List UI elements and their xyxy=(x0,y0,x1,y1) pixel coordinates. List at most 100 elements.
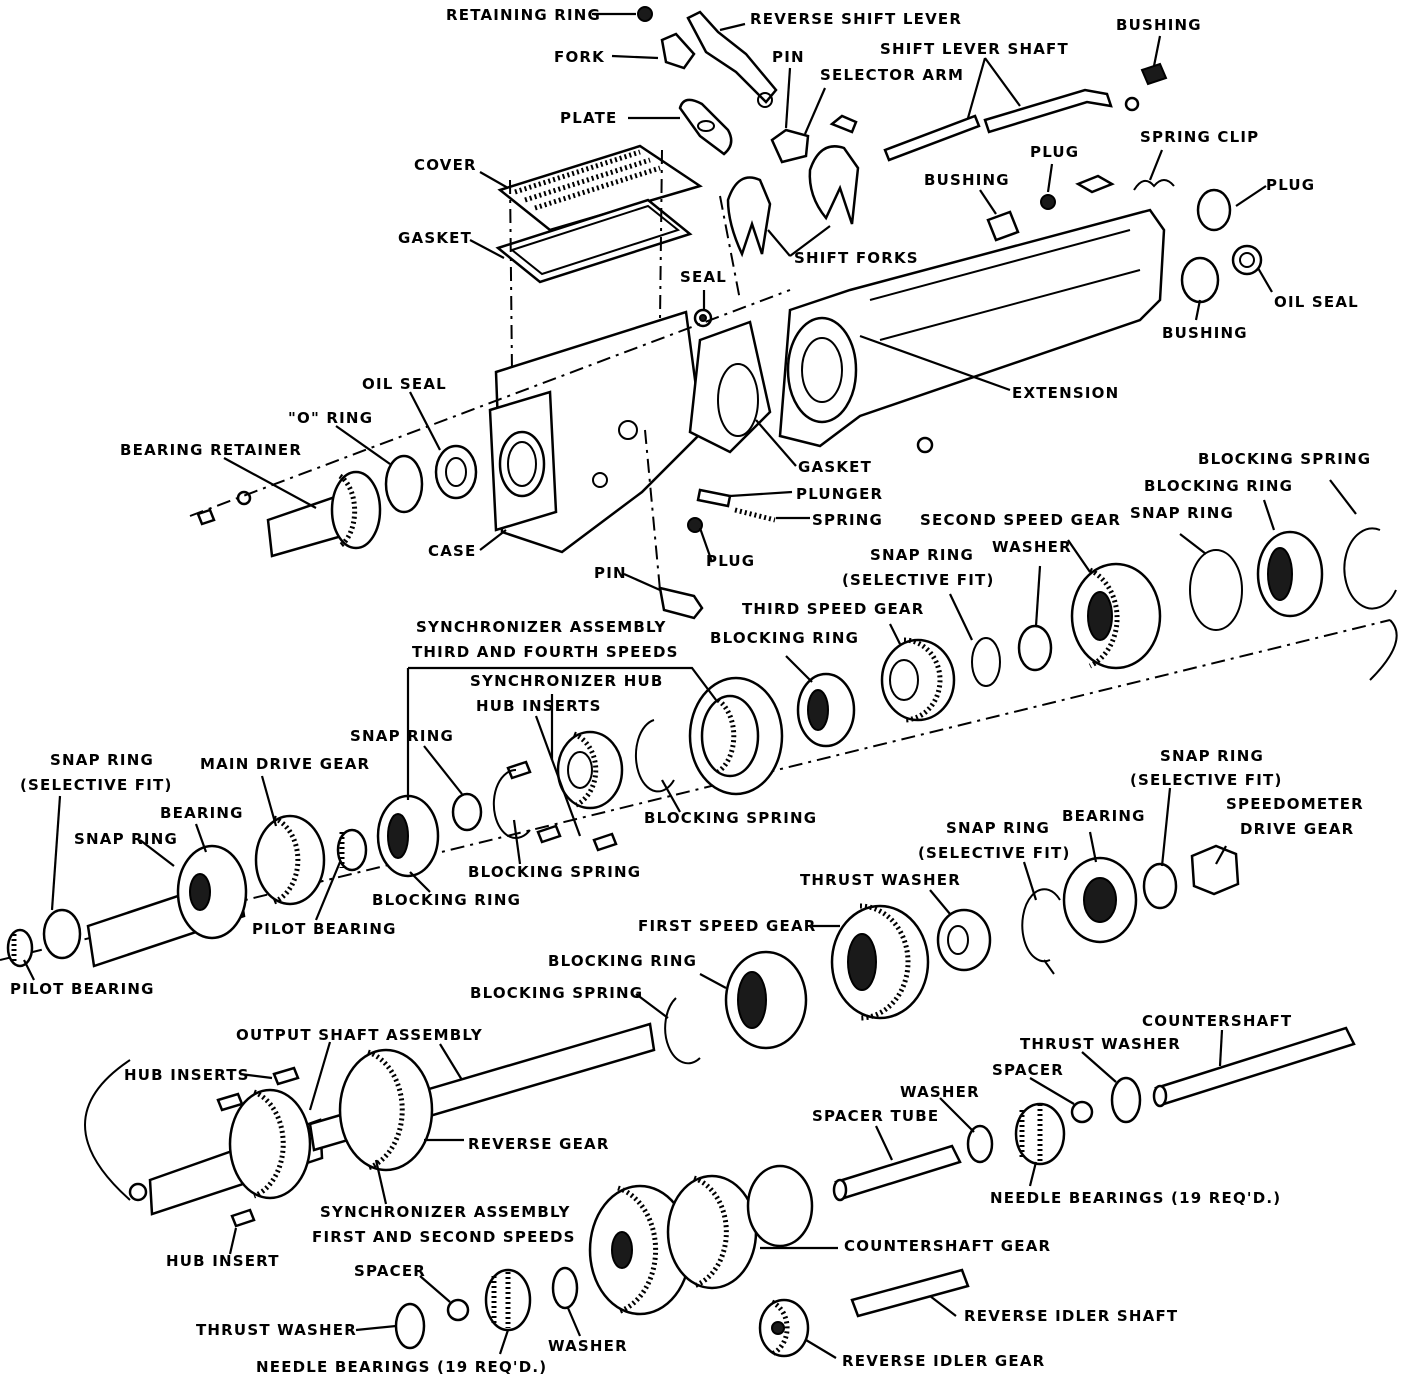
oil-seal-right-part xyxy=(1231,244,1263,276)
blocking-ring-low-part xyxy=(724,950,808,1050)
bearing-retainer-bolts xyxy=(196,490,252,526)
hub-inserts-mid-part xyxy=(506,760,618,852)
label-blocking-spring-low: BLOCKING SPRING xyxy=(470,984,644,1002)
label-shift-forks: SHIFT FORKS xyxy=(794,249,919,267)
selector-arm-part xyxy=(770,114,858,164)
countershaft-gear-part xyxy=(588,1164,814,1316)
snap-ring-selective-b-part xyxy=(1142,862,1178,910)
o-ring-part xyxy=(384,454,424,514)
label-reverse-idler-gear: REVERSE IDLER GEAR xyxy=(842,1352,1046,1370)
bushing-mid-part xyxy=(986,210,1020,242)
reverse-shift-lever-part xyxy=(686,10,778,108)
label-second-speed-gear: SECOND SPEED GEAR xyxy=(920,511,1122,529)
label-oil-seal: OIL SEAL xyxy=(362,375,447,393)
label-pilot-bearing-left: PILOT BEARING xyxy=(10,980,155,998)
label-selective-fit-left: (SELECTIVE FIT) xyxy=(20,776,173,794)
label-third-fourth-speeds: THIRD AND FOURTH SPEEDS xyxy=(412,643,679,661)
plug-top-part xyxy=(1040,194,1056,210)
label-blocking-ring-mid: BLOCKING RING xyxy=(710,629,860,647)
label-thrust-washer-right: THRUST WASHER xyxy=(1020,1035,1182,1053)
bearing-right-part xyxy=(1062,856,1138,944)
label-plug-top: PLUG xyxy=(1030,143,1080,161)
blocking-spring-mid2-part xyxy=(492,768,531,839)
second-speed-gear-part xyxy=(1070,562,1162,670)
label-thrust-washer-bottom: THRUST WASHER xyxy=(196,1321,358,1339)
label-thrust-washer-mid: THRUST WASHER xyxy=(800,871,962,889)
label-selector-arm: SELECTOR ARM xyxy=(820,66,965,84)
label-washer-right: WASHER xyxy=(900,1083,980,1101)
label-retaining-ring: RETAINING RING xyxy=(446,6,602,24)
plug-extension-part xyxy=(916,436,934,454)
needle-bearings-right-part xyxy=(1014,1102,1066,1166)
washer-top-part xyxy=(1017,624,1053,672)
label-countershaft-gear: COUNTERSHAFT GEAR xyxy=(844,1237,1052,1255)
label-speedometer: SPEEDOMETER xyxy=(1226,795,1364,813)
label-spring: SPRING xyxy=(812,511,883,529)
shift-forks-part xyxy=(726,145,860,258)
pilot-bearing-mid-part xyxy=(336,828,368,872)
label-plug-bottom: PLUG xyxy=(706,552,756,570)
label-synchronizer-assembly-12: SYNCHRONIZER ASSEMBLY xyxy=(320,1203,571,1221)
label-spacer-tube: SPACER TUBE xyxy=(812,1107,940,1125)
label-reverse-gear: REVERSE GEAR xyxy=(468,1135,610,1153)
label-plate: PLATE xyxy=(560,109,618,127)
label-washer-top: WASHER xyxy=(992,538,1072,556)
blocking-spring-low-part xyxy=(664,997,701,1065)
washer-bottom-part xyxy=(551,1266,579,1310)
synchronizer-hub-part xyxy=(556,730,624,810)
third-speed-gear-part xyxy=(880,637,956,723)
blocking-spring-top-part xyxy=(1343,527,1397,610)
plunger-part xyxy=(696,488,732,508)
blocking-ring-top-part xyxy=(1256,530,1324,618)
label-snap-ring-top: SNAP RING xyxy=(1130,504,1234,522)
label-reverse-idler-shaft: REVERSE IDLER SHAFT xyxy=(964,1307,1179,1325)
washer-right-part xyxy=(966,1124,994,1164)
label-extension: EXTENSION xyxy=(1012,384,1120,402)
label-oil-seal-right: OIL SEAL xyxy=(1274,293,1359,311)
thrust-washer-right-part xyxy=(1110,1076,1142,1124)
bearing-retainer-part xyxy=(266,470,382,558)
label-drive-gear: DRIVE GEAR xyxy=(1240,820,1355,838)
label-main-drive-gear: MAIN DRIVE GEAR xyxy=(200,755,371,773)
spring-part xyxy=(734,507,776,523)
seal-part xyxy=(693,308,713,328)
snap-ring-mid-part xyxy=(451,792,483,832)
label-blocking-spring-mid2: BLOCKING SPRING xyxy=(468,863,642,881)
snap-ring-selective-c-part xyxy=(1021,888,1061,975)
label-cover: COVER xyxy=(414,156,477,174)
snap-ring-selective-a-part xyxy=(971,637,1001,687)
gasket-top-part xyxy=(495,198,693,284)
label-reverse-shift-lever: REVERSE SHIFT LEVER xyxy=(750,10,963,28)
label-snap-ring-mid: SNAP RING xyxy=(350,727,454,745)
label-hub-insert: HUB INSERT xyxy=(166,1252,280,1270)
label-selective-fit-b: (SELECTIVE FIT) xyxy=(1130,771,1283,789)
spacer-right-part xyxy=(1070,1100,1094,1124)
label-snap-ring-left2: SNAP RING xyxy=(74,830,178,848)
pin-bottom-part xyxy=(658,586,704,620)
blocking-ring-left-part xyxy=(376,794,440,878)
snap-ring-top-part xyxy=(1189,549,1243,631)
label-plunger: PLUNGER xyxy=(796,485,884,503)
label-gasket-top: GASKET xyxy=(398,229,473,247)
label-gasket-mid: GASKET xyxy=(798,458,873,476)
label-plug-right: PLUG xyxy=(1266,176,1316,194)
bushing-top-part xyxy=(1140,62,1168,86)
label-spring-clip: SPRING CLIP xyxy=(1140,128,1260,146)
label-bearing-right: BEARING xyxy=(1062,807,1146,825)
label-hub-inserts-mid: HUB INSERTS xyxy=(476,697,602,715)
label-synchronizer-assembly-34: SYNCHRONIZER ASSEMBLY xyxy=(416,618,667,636)
spacer-bottom-part xyxy=(446,1298,470,1322)
synchronizer-assembly-34-part xyxy=(688,676,784,796)
spring-clip-part xyxy=(1075,174,1175,194)
label-spacer-bottom: SPACER xyxy=(354,1262,427,1280)
spacer-tube-part xyxy=(832,1144,962,1202)
case-part xyxy=(488,310,704,554)
label-bushing-mid: BUSHING xyxy=(924,171,1010,189)
label-spacer-right: SPACER xyxy=(992,1061,1065,1079)
speedometer-drive-gear-part xyxy=(1190,844,1240,896)
label-blocking-spring-top: BLOCKING SPRING xyxy=(1198,450,1372,468)
shift-lever-shaft-part xyxy=(883,88,1140,162)
label-o-ring: "O" RING xyxy=(288,409,374,427)
label-bushing-top: BUSHING xyxy=(1116,16,1202,34)
